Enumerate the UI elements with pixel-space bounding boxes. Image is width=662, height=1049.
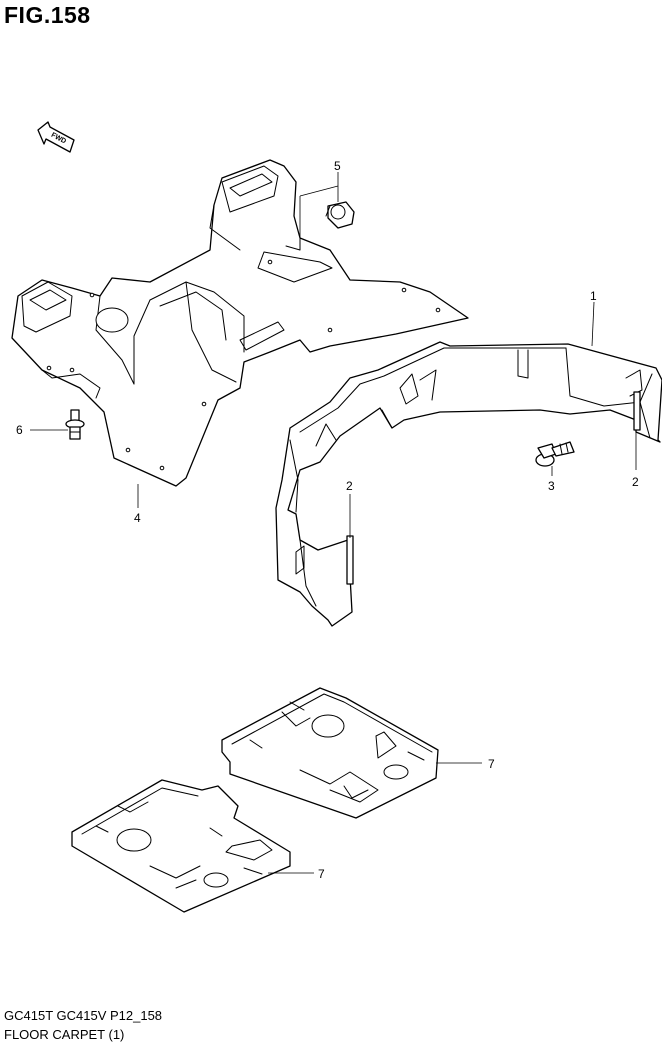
- callout-7-upper: 7: [488, 757, 495, 771]
- part-2-tape-lower[interactable]: [346, 535, 354, 585]
- callout-6: 6: [16, 423, 23, 437]
- part-7-floor-mat-upper[interactable]: [221, 687, 439, 819]
- callout-7-lower: 7: [318, 867, 325, 881]
- part-3-bolt[interactable]: [535, 441, 575, 467]
- callout-4: 4: [134, 511, 141, 525]
- part-7-floor-mat-lower[interactable]: [71, 779, 291, 913]
- callout-2-left: 2: [346, 479, 353, 493]
- diagram-title: FLOOR CARPET (1): [4, 1027, 125, 1042]
- callout-5: 5: [334, 159, 341, 173]
- callout-labels: 1 2 2 3 4 5 6 7 7: [16, 159, 639, 881]
- part-5-clip[interactable]: [325, 201, 355, 229]
- fwd-arrow-icon: FWD: [37, 121, 75, 153]
- leader-lines: [30, 172, 637, 874]
- part-2-tape-upper[interactable]: [633, 391, 641, 431]
- callout-2-right: 2: [632, 475, 639, 489]
- part-6-fastener[interactable]: [65, 409, 85, 440]
- part-1-side-carpet[interactable]: [275, 341, 662, 627]
- model-codes: GC415T GC415V P12_158: [4, 1008, 163, 1023]
- figure-title: FIG.158: [4, 2, 91, 28]
- callout-3: 3: [548, 479, 555, 493]
- callout-1: 1: [590, 289, 597, 303]
- part-4-floor-carpet[interactable]: [11, 159, 469, 487]
